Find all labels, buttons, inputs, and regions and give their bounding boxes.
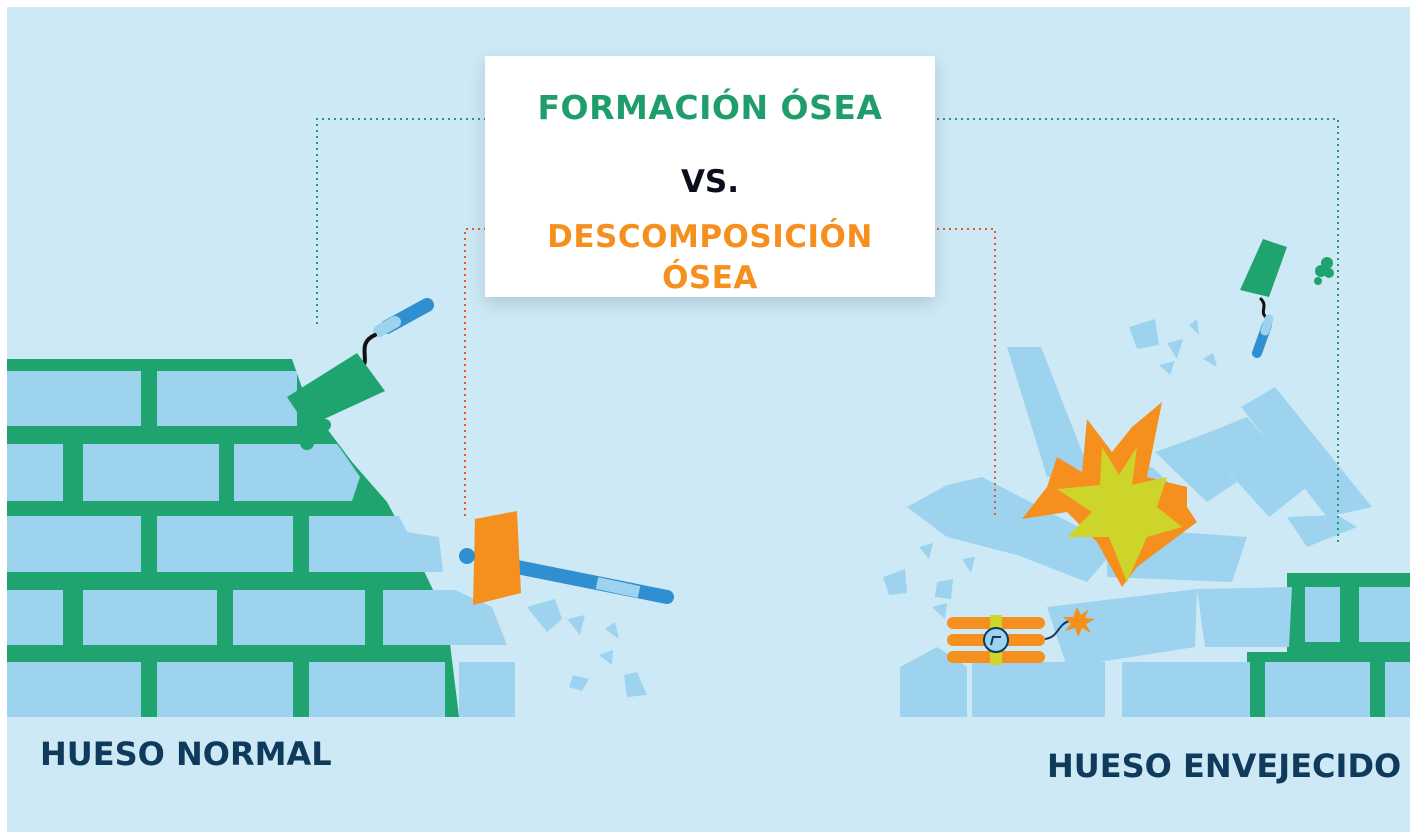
hammer-icon bbox=[459, 511, 674, 605]
title-card: FORMACIÓN ÓSEA VS. DESCOMPOSICIÓN ÓSEA bbox=[485, 56, 935, 297]
bone-fragments-left bbox=[527, 599, 647, 697]
normal-bone-label: HUESO NORMAL bbox=[40, 735, 332, 773]
trowel-icon bbox=[287, 298, 434, 450]
trowel-right-icon bbox=[1240, 239, 1334, 358]
aged-bone-label: HUESO ENVEJECIDO bbox=[1047, 747, 1402, 785]
normal-bone-wall bbox=[7, 359, 515, 717]
spark-icon bbox=[1063, 607, 1095, 637]
versus-label: VS. bbox=[680, 164, 740, 200]
aged-bone-rubble bbox=[900, 347, 1410, 717]
bone-fragments-right bbox=[883, 319, 1217, 619]
formation-connectors bbox=[316, 118, 1339, 542]
illustration-stage: FORMACIÓN ÓSEA VS. DESCOMPOSICIÓN ÓSEA H… bbox=[7, 7, 1410, 832]
decomposition-title: DESCOMPOSICIÓN ÓSEA bbox=[547, 219, 873, 296]
formation-title: FORMACIÓN ÓSEA bbox=[537, 88, 883, 127]
dynamite-icon bbox=[947, 615, 1070, 665]
explosion-icon bbox=[1022, 402, 1197, 587]
decomposition-connectors bbox=[464, 228, 996, 519]
bone-remodeling-illustration bbox=[7, 118, 1410, 717]
